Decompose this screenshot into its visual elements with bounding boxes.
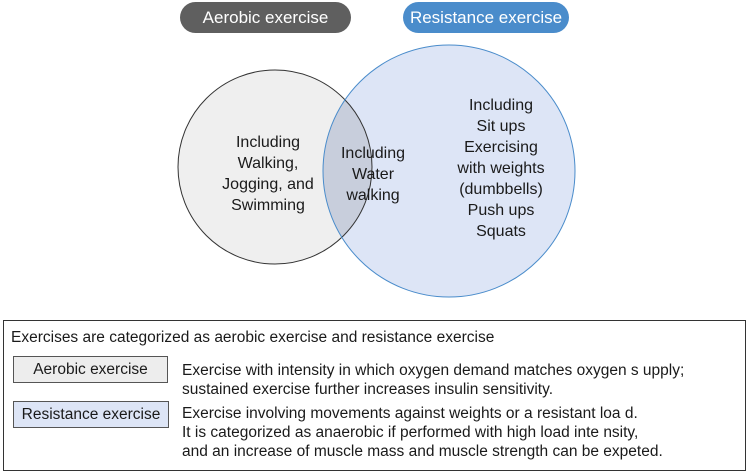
aerobic-legend-tag: Aerobic exercise — [13, 356, 168, 383]
aerobic-example-line: Swimming — [231, 197, 305, 214]
resistance-example-line: with weights — [457, 160, 545, 177]
resistance-example-line: Push ups — [467, 202, 535, 219]
aerobic-description-line: Exercise with intensity in which oxygen … — [182, 362, 685, 379]
legend-title: Exercises are categorized as aerobic exe… — [11, 329, 495, 346]
aerobic-circle — [178, 70, 372, 264]
aerobic-examples: Including Walking, Jogging, and Swimming — [200, 132, 336, 216]
aerobic-description: Exercise with intensity in which oxygen … — [182, 361, 684, 399]
resistance-description-line: Exercise involving movements against wei… — [182, 405, 638, 422]
overlap-example-line: Including — [340, 145, 406, 162]
resistance-legend-tag: Resistance exercise — [13, 401, 169, 428]
aerobic-example-line: Including — [235, 134, 301, 151]
overlap-examples: Including Water walking — [328, 143, 418, 206]
resistance-exercise-header: Resistance exercise — [403, 2, 569, 33]
aerobic-description-line: sustained exercise further increases ins… — [182, 381, 554, 398]
aerobic-example-line: Walking, — [237, 155, 299, 172]
aerobic-example-line: Jogging, and — [222, 176, 314, 193]
resistance-example-line: Exercising — [464, 139, 538, 156]
resistance-circle — [323, 45, 575, 297]
aerobic-exercise-header: Aerobic exercise — [180, 2, 351, 33]
resistance-example-line: Squats — [476, 223, 526, 240]
venn-diagram — [177, 44, 576, 298]
resistance-description-line: and an increase of muscle mass and muscl… — [182, 443, 663, 460]
resistance-circle-outline — [322, 44, 576, 298]
legend-box: Exercises are categorized as aerobic exe… — [3, 320, 746, 471]
resistance-description: Exercise involving movements against wei… — [182, 404, 663, 461]
resistance-example-line: Including — [468, 97, 534, 114]
aerobic-circle-outline — [177, 69, 373, 265]
overlap-example-line: Water — [351, 166, 395, 183]
overlap-example-line: walking — [346, 187, 400, 204]
resistance-examples: Including Sit ups Exercising with weight… — [436, 95, 566, 242]
resistance-description-line: It is categorized as anaerobic if perfor… — [182, 424, 639, 441]
resistance-example-line: (dumbbells) — [459, 181, 543, 198]
resistance-example-line: Sit ups — [476, 118, 526, 135]
